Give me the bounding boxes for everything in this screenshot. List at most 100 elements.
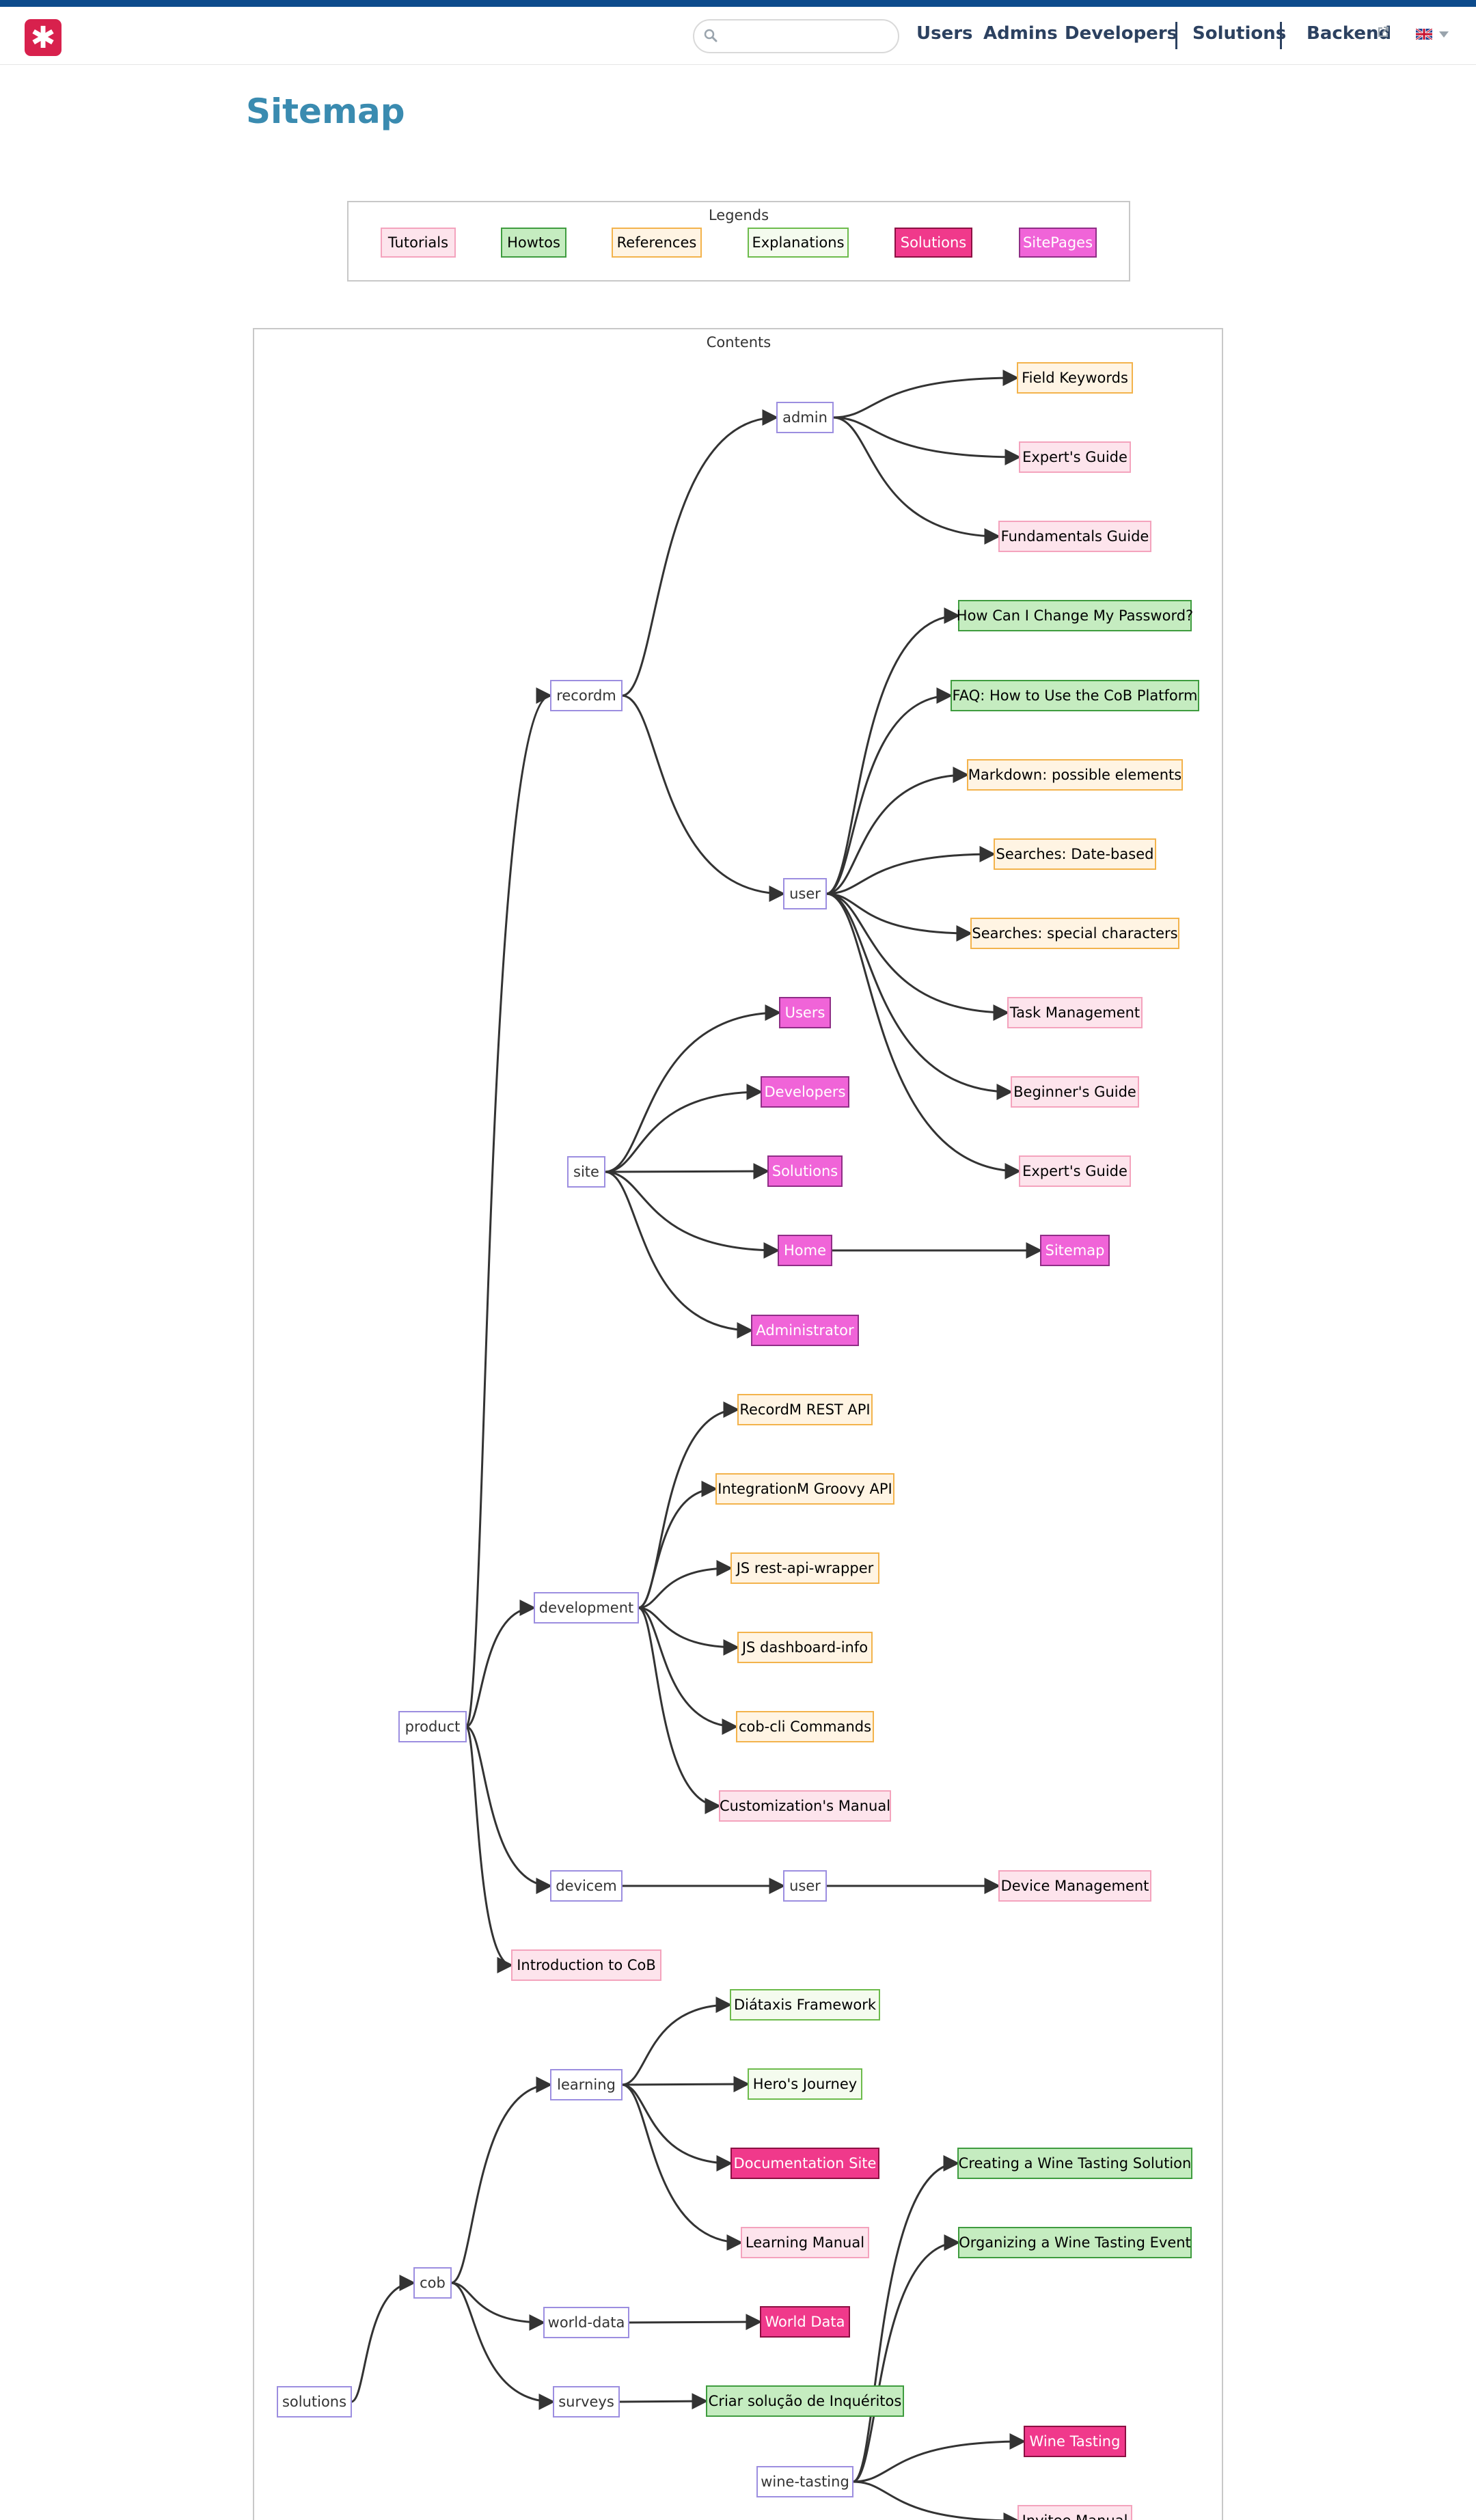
edge-product-to-devicem — [465, 1725, 553, 1894]
node-label: development — [539, 1600, 634, 1616]
node-box[interactable] — [994, 838, 1156, 870]
node-intro-cob[interactable]: Introduction to CoB — [511, 1949, 661, 1981]
node-change-pw[interactable]: How Can I Change My Password? — [957, 600, 1193, 631]
node-box[interactable] — [730, 1552, 879, 1584]
node-criar-solucao[interactable]: Criar solução de Inquéritos — [706, 2385, 904, 2417]
node-faq[interactable]: FAQ: How to Use the CoB Platform — [951, 680, 1199, 711]
node-surveys: surveys — [553, 2386, 620, 2418]
node-box[interactable] — [1019, 1155, 1131, 1187]
node-box[interactable] — [957, 2148, 1192, 2179]
node-box[interactable] — [730, 2148, 879, 2179]
edge-learning-to-learning-manual — [621, 2083, 743, 2251]
node-search-date[interactable]: Searches: Date-based — [994, 838, 1156, 870]
node-label: cob-cli Commands — [739, 1718, 871, 1735]
node-diataxis[interactable]: Diátaxis Framework — [730, 1989, 880, 2021]
edge-recordm-to-rm-user — [621, 694, 786, 902]
nav-solutions[interactable]: Solutions — [1192, 23, 1287, 44]
node-box[interactable] — [511, 1949, 661, 1981]
node-experts-guide-a[interactable]: Expert's Guide — [1019, 441, 1131, 473]
node-box[interactable] — [951, 680, 1199, 711]
node-dashboard-info[interactable]: JS dashboard-info — [737, 1632, 873, 1663]
node-box — [550, 2069, 623, 2100]
legend-tutorial-box — [381, 228, 456, 258]
node-box[interactable] — [737, 1394, 873, 1425]
node-sp-developers[interactable]: Developers — [761, 1076, 849, 1108]
node-customization[interactable]: Customization's Manual — [719, 1790, 891, 1822]
node-wine-tasting-sol[interactable]: Wine Tasting — [1024, 2426, 1126, 2457]
node-label: Introduction to CoB — [517, 1957, 656, 1973]
node-box[interactable] — [706, 2385, 904, 2417]
node-box[interactable] — [715, 1473, 894, 1505]
node-world-data-sol[interactable]: World Data — [760, 2306, 850, 2338]
node-box[interactable] — [730, 1989, 880, 2021]
node-box[interactable] — [1007, 997, 1143, 1028]
legend-explanation-label: Explanations — [752, 234, 844, 251]
node-device-mgmt[interactable]: Device Management — [998, 1870, 1151, 1902]
node-label: Diátaxis Framework — [734, 1997, 877, 2013]
node-box[interactable] — [719, 1790, 891, 1822]
node-sp-admin[interactable]: Administrator — [751, 1315, 859, 1346]
node-box[interactable] — [1040, 1235, 1110, 1266]
node-box[interactable] — [967, 759, 1183, 791]
node-box[interactable] — [779, 997, 831, 1028]
nav-admins[interactable]: Admins — [983, 23, 1058, 44]
node-box[interactable] — [970, 918, 1179, 949]
node-rest-api[interactable]: RecordM REST API — [737, 1394, 873, 1425]
search-box[interactable] — [693, 19, 899, 53]
node-box[interactable] — [761, 1076, 849, 1108]
node-sp-solutions[interactable]: Solutions — [767, 1155, 843, 1187]
node-box[interactable] — [741, 2227, 869, 2258]
node-box[interactable] — [737, 1632, 873, 1663]
node-box[interactable] — [1024, 2426, 1126, 2457]
nav-users[interactable]: Users — [916, 23, 973, 44]
node-box[interactable] — [1011, 1076, 1139, 1108]
node-box[interactable] — [748, 2068, 862, 2100]
node-box[interactable] — [767, 1155, 843, 1187]
node-wine-creating[interactable]: Creating a Wine Tasting Solution — [957, 2148, 1192, 2179]
nav-backend[interactable]: Backend — [1307, 23, 1392, 44]
search-input[interactable] — [724, 25, 891, 49]
node-box[interactable] — [958, 600, 1192, 631]
node-groovy-api[interactable]: IntegrationM Groovy API — [715, 1473, 894, 1505]
node-box[interactable] — [1017, 2505, 1132, 2520]
node-heros-journey[interactable]: Hero's Journey — [748, 2068, 862, 2100]
node-box[interactable] — [760, 2306, 850, 2338]
edge-product-to-development — [465, 1600, 536, 1728]
site-logo[interactable]: ✱ — [25, 19, 62, 56]
node-box — [398, 1711, 467, 1742]
node-task-mgmt[interactable]: Task Management — [1007, 997, 1143, 1028]
edge-rm-user-to-experts-guide-u — [825, 892, 1022, 1179]
node-doc-site[interactable]: Documentation Site — [730, 2148, 879, 2179]
node-field-keywords[interactable]: Field Keywords — [1017, 362, 1133, 394]
uk-flag-icon[interactable] — [1416, 29, 1432, 40]
node-search-special[interactable]: Searches: special characters — [970, 918, 1179, 949]
node-box[interactable] — [1019, 441, 1131, 473]
legend-reference-label: References — [617, 234, 697, 251]
chevron-down-icon[interactable] — [1439, 31, 1449, 38]
external-link-icon — [1378, 27, 1389, 37]
node-learning-manual[interactable]: Learning Manual — [741, 2227, 869, 2258]
node-box[interactable] — [736, 1711, 874, 1742]
node-cli-cmds[interactable]: cob-cli Commands — [736, 1711, 874, 1742]
node-experts-guide-u[interactable]: Expert's Guide — [1019, 1155, 1131, 1187]
node-sp-users[interactable]: Users — [779, 997, 831, 1028]
node-box[interactable] — [1017, 362, 1133, 394]
node-label: FAQ: How to Use the CoB Platform — [953, 687, 1198, 704]
node-fundamentals[interactable]: Fundamentals Guide — [998, 521, 1151, 552]
node-rest-wrapper[interactable]: JS rest-api-wrapper — [730, 1552, 879, 1584]
node-box[interactable] — [751, 1315, 859, 1346]
node-box[interactable] — [998, 1870, 1151, 1902]
node-beginners[interactable]: Beginner's Guide — [1011, 1076, 1139, 1108]
node-sp-home[interactable]: Home — [778, 1235, 832, 1266]
node-sp-sitemap[interactable]: Sitemap — [1040, 1235, 1110, 1266]
legend-solution-box — [894, 228, 972, 258]
node-box[interactable] — [958, 2227, 1192, 2258]
node-label: IntegrationM Groovy API — [718, 1481, 892, 1497]
node-wine-organizing[interactable]: Organizing a Wine Tasting Event — [958, 2227, 1192, 2258]
node-box[interactable] — [778, 1235, 832, 1266]
node-invitee-manual[interactable]: Invitee Manual — [1017, 2505, 1132, 2520]
node-box[interactable] — [998, 521, 1151, 552]
node-markdown[interactable]: Markdown: possible elements — [967, 759, 1183, 791]
node-label: world-data — [548, 2314, 625, 2331]
nav-developers[interactable]: Developers — [1065, 23, 1178, 44]
